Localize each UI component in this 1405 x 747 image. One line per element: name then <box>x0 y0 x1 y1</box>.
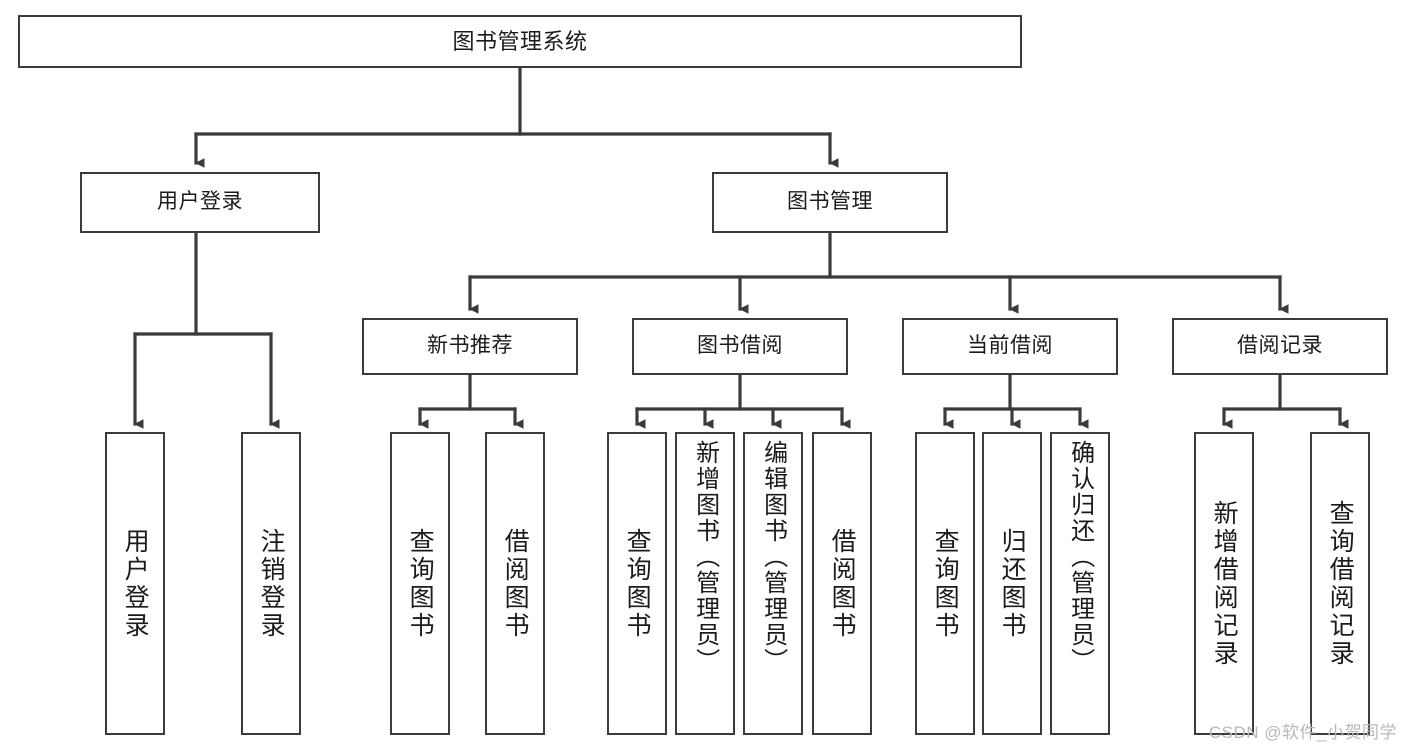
watermark: CSDN @软件_小贺同学 <box>1208 723 1397 742</box>
leaf-user-login-login[interactable]: 用户登录 <box>105 432 165 735</box>
node-label: 用户登录 <box>121 527 150 640</box>
leaf-current-return-book[interactable]: 归还图书 <box>982 432 1042 735</box>
node-label: 查询图书 <box>406 527 435 640</box>
node-label: 借阅图书 <box>501 527 530 640</box>
node-label: 注销登录 <box>257 527 286 640</box>
node-label: 借阅图书 <box>828 527 857 640</box>
node-label: 查询图书 <box>623 527 652 640</box>
node-book-borrow[interactable]: 图书借阅 <box>632 318 848 375</box>
leaf-record-query-borrow-record[interactable]: 查询借阅记录 <box>1310 432 1370 735</box>
node-current-borrow[interactable]: 当前借阅 <box>902 318 1118 375</box>
leaf-current-query-book[interactable]: 查询图书 <box>915 432 975 735</box>
node-label: 借阅记录 <box>1237 334 1323 358</box>
leaf-current-confirm-return-admin[interactable]: 确认归还（管理员） <box>1050 432 1110 735</box>
node-label: 确认归还（管理员） <box>1066 440 1094 674</box>
leaf-borrow-query-book[interactable]: 查询图书 <box>607 432 667 735</box>
leaf-recommend-query-book[interactable]: 查询图书 <box>390 432 450 735</box>
node-root-library-management-system[interactable]: 图书管理系统 <box>18 15 1022 68</box>
leaf-record-add-borrow-record[interactable]: 新增借阅记录 <box>1194 432 1254 735</box>
node-label: 归还图书 <box>998 527 1027 640</box>
leaf-user-login-logout[interactable]: 注销登录 <box>241 432 301 735</box>
node-borrow-record[interactable]: 借阅记录 <box>1172 318 1388 375</box>
leaf-recommend-borrow-book[interactable]: 借阅图书 <box>485 432 545 735</box>
node-label: 图书借阅 <box>697 334 783 358</box>
node-user-login[interactable]: 用户登录 <box>80 172 320 233</box>
leaf-borrow-add-book-admin[interactable]: 新增图书（管理员） <box>675 432 735 735</box>
node-label: 新增借阅记录 <box>1210 499 1239 668</box>
node-label: 图书管理系统 <box>452 28 588 54</box>
node-new-book-recommend[interactable]: 新书推荐 <box>362 318 578 375</box>
node-label: 新书推荐 <box>427 334 513 358</box>
node-label: 图书管理 <box>787 190 873 214</box>
node-label: 新增图书（管理员） <box>691 440 719 674</box>
node-label: 查询借阅记录 <box>1326 499 1355 668</box>
leaf-borrow-borrow-book[interactable]: 借阅图书 <box>812 432 872 735</box>
node-label: 查询图书 <box>931 527 960 640</box>
node-label: 当前借阅 <box>967 334 1053 358</box>
leaf-borrow-edit-book-admin[interactable]: 编辑图书（管理员） <box>743 432 803 735</box>
node-label: 用户登录 <box>157 190 243 214</box>
node-label: 编辑图书（管理员） <box>759 440 787 674</box>
node-book-management[interactable]: 图书管理 <box>712 172 948 233</box>
